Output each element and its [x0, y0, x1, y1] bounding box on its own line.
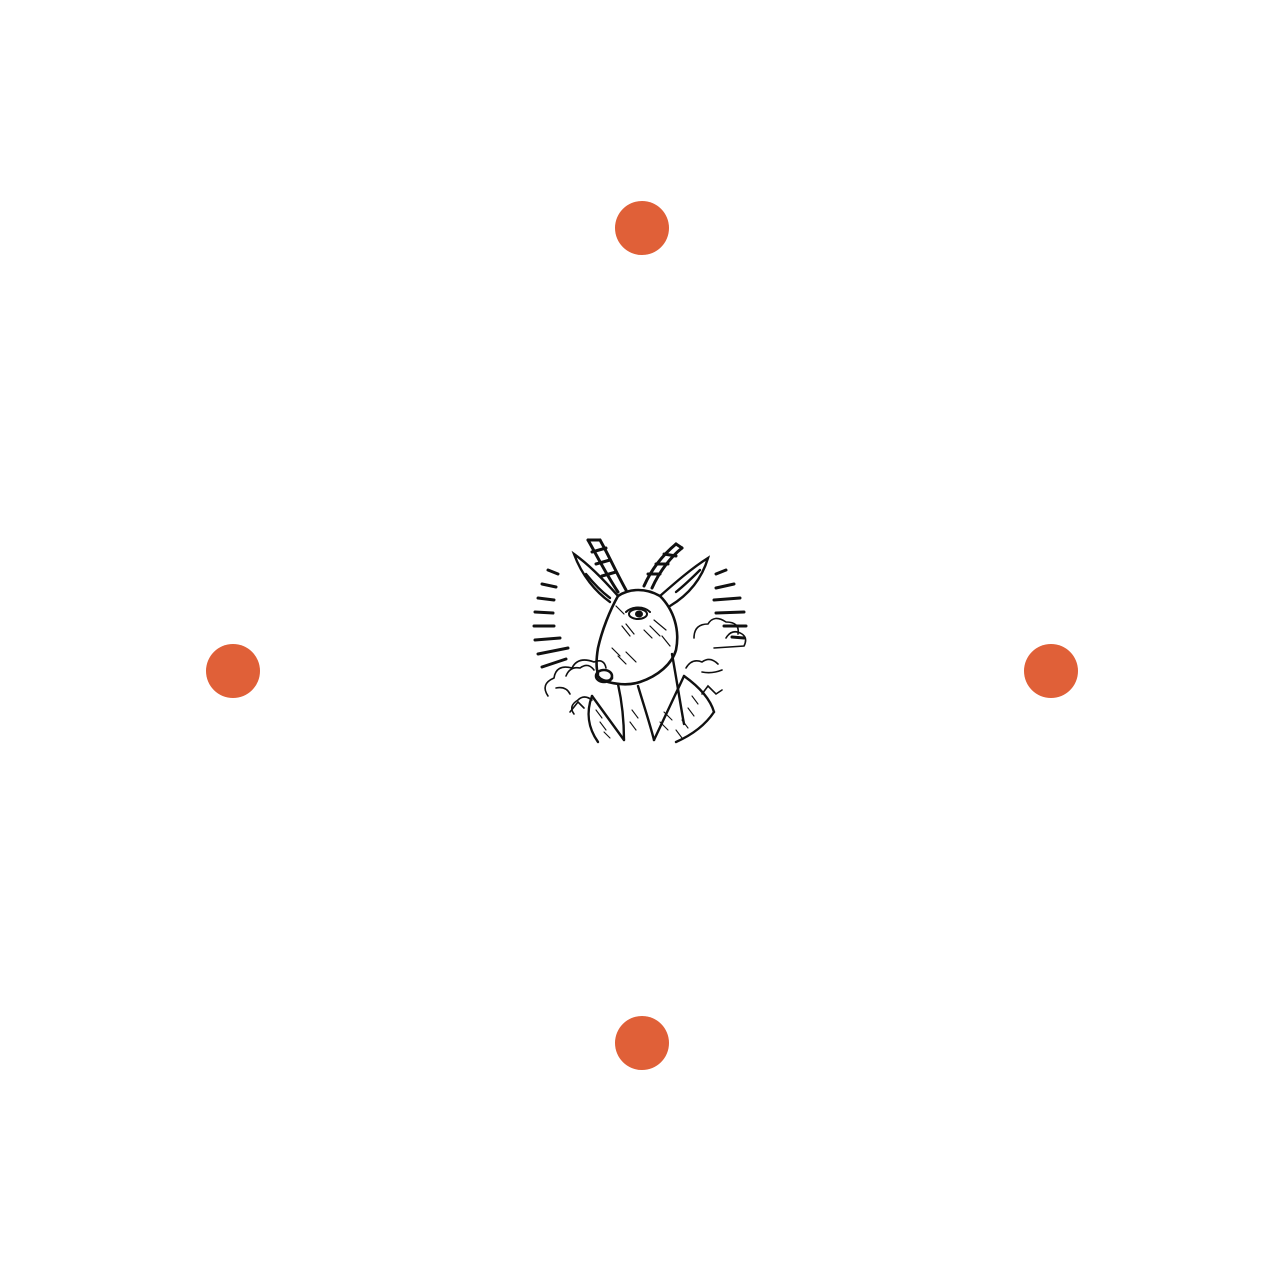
- marker-bottom-dot-icon[interactable]: [615, 1016, 669, 1070]
- marker-left-dot-icon[interactable]: [206, 644, 260, 698]
- marker-right-dot-icon[interactable]: [1024, 644, 1078, 698]
- marker-top-dot-icon[interactable]: [615, 201, 669, 255]
- antelope-head-emblem-icon: [526, 526, 756, 756]
